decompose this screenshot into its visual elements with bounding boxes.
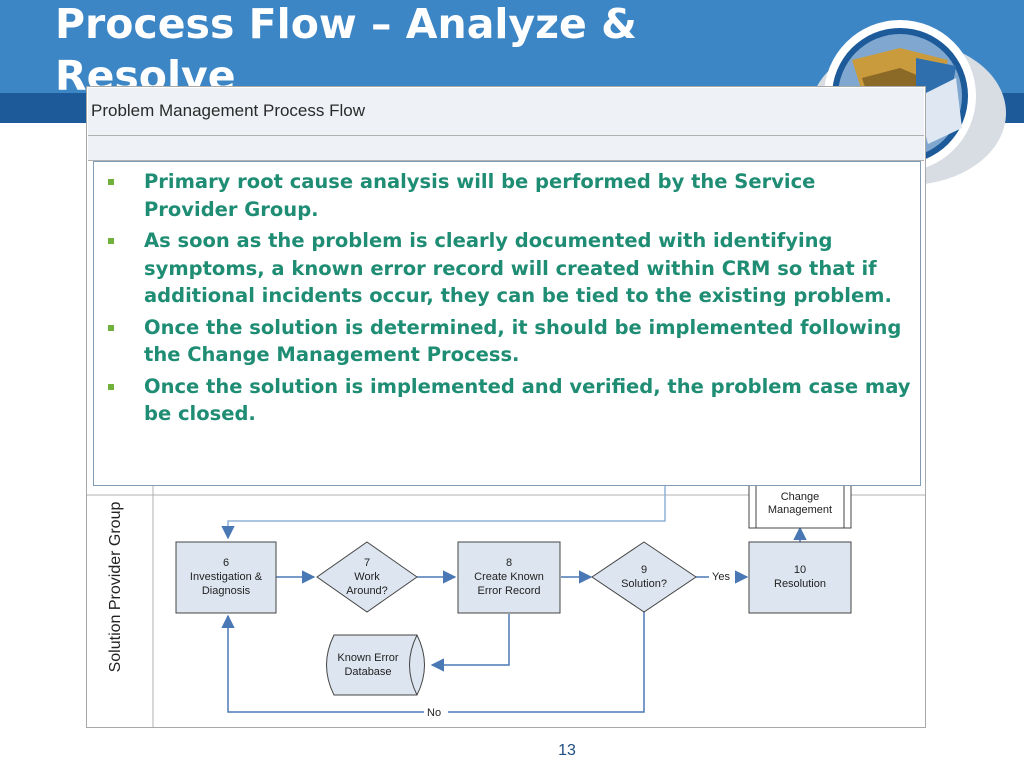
node-8-num: 8 xyxy=(506,557,512,569)
node-known-error-database: Known Error Database xyxy=(326,634,425,696)
edge-label-yes: Yes xyxy=(712,571,730,583)
page-number: 13 xyxy=(558,742,576,759)
bullet-item: Primary root cause analysis will be perf… xyxy=(108,168,913,223)
lane-label-solution-provider: Solution Provider Group xyxy=(107,501,124,673)
bullet-item: Once the solution is determined, it shou… xyxy=(108,314,913,369)
bullet-text: Once the solution is determined, it shou… xyxy=(144,315,902,367)
bullet-text: As soon as the problem is clearly docume… xyxy=(144,229,892,307)
node-6-num: 6 xyxy=(223,557,229,569)
node-6-investigation: 6 Investigation & Diagnosis xyxy=(175,541,277,614)
node-change-management: Change Management xyxy=(748,481,852,529)
no-label-bg xyxy=(424,705,448,719)
node-8-line-1: Create Known xyxy=(474,571,544,583)
node-7-num: 7 xyxy=(364,557,370,569)
node-6-line-2: Diagnosis xyxy=(202,585,251,597)
node-9-solution: 9 Solution? xyxy=(591,541,697,613)
change-line-1: Change xyxy=(781,491,820,503)
bullet-square-icon xyxy=(108,179,114,185)
slide-title: Process Flow – Analyze & Resolve xyxy=(55,0,637,100)
yes-label-bg xyxy=(709,569,735,583)
node-8-create-known-error: 8 Create Known Error Record xyxy=(457,541,561,614)
node-9-line-1: Solution? xyxy=(621,578,667,590)
node-7-line-2: Around? xyxy=(346,585,388,597)
bullet-square-icon xyxy=(108,324,114,331)
node-10-resolution: 10 Resolution xyxy=(748,541,852,614)
edge-label-no: No xyxy=(427,707,441,719)
kedb-line-1: Known Error xyxy=(337,652,398,664)
node-10-line-1: Resolution xyxy=(774,578,826,590)
node-6-line-1: Investigation & xyxy=(190,571,263,583)
node-9-num: 9 xyxy=(641,564,647,576)
bullet-square-icon xyxy=(108,238,114,244)
change-line-2: Management xyxy=(768,504,832,516)
bullet-text-box: Primary root cause analysis will be perf… xyxy=(93,161,921,486)
diagram-title: Problem Management Process Flow xyxy=(91,101,366,120)
bullet-text: Primary root cause analysis will be perf… xyxy=(144,170,816,221)
bullet-item: As soon as the problem is clearly docume… xyxy=(108,227,913,310)
connector-8-to-kedb xyxy=(430,614,510,672)
diagram-title-bar: Problem Management Process Flow xyxy=(88,88,924,136)
flow-chart: Yes No Change Management 6 Investigation… xyxy=(87,161,925,727)
node-8-line-2: Error Record xyxy=(478,585,541,597)
node-10-num: 10 xyxy=(794,564,806,576)
node-7-work-around: 7 Work Around? xyxy=(316,541,418,613)
node-7-line-1: Work xyxy=(354,571,380,583)
bullet-item: Once the solution is implemented and ver… xyxy=(108,373,913,428)
connector-9-no-loop xyxy=(221,610,645,713)
kedb-line-2: Database xyxy=(344,666,391,678)
bullet-text: Once the solution is implemented and ver… xyxy=(144,374,911,426)
bullet-square-icon xyxy=(108,383,114,390)
diagram-header-row xyxy=(88,136,924,161)
bullet-list: Primary root cause analysis will be perf… xyxy=(108,168,913,432)
